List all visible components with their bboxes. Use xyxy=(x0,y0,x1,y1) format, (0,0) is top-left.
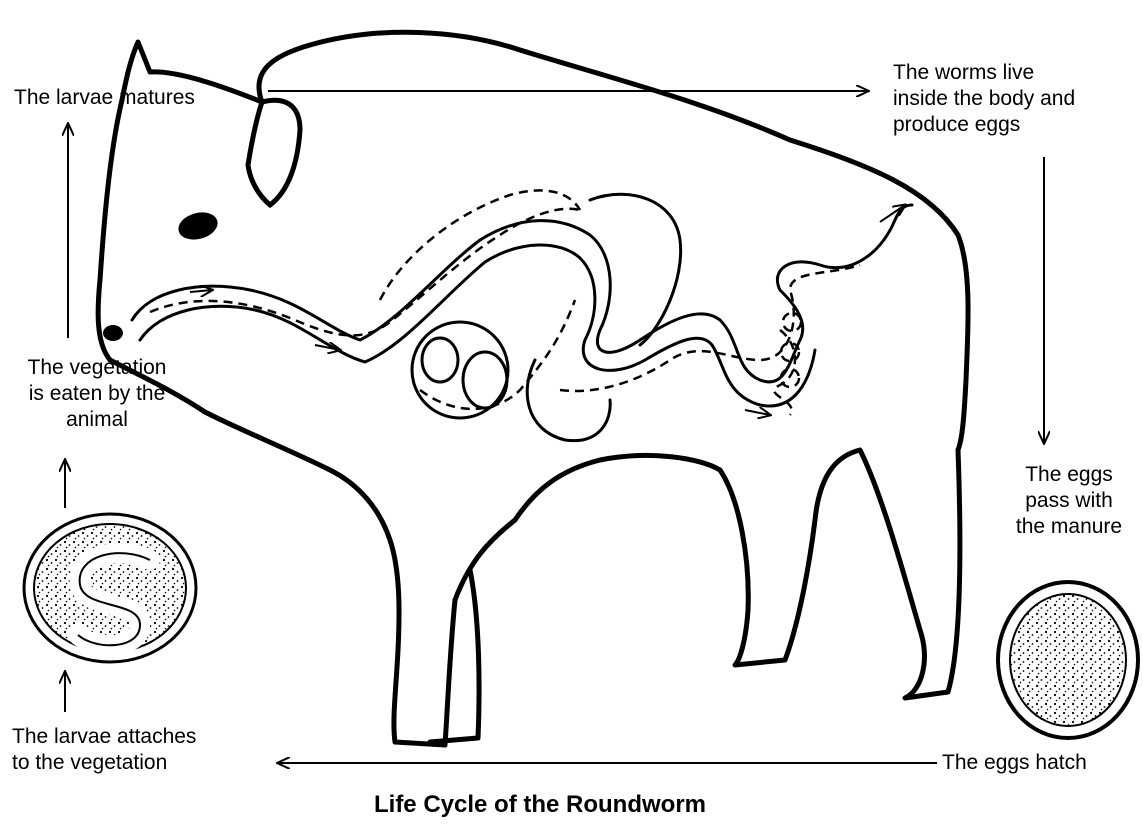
label-eggs-hatch: The eggs hatch xyxy=(942,750,1087,776)
worm-migration-path xyxy=(150,190,860,415)
diagram-title: Life Cycle of the Roundworm xyxy=(300,791,780,819)
label-vegetation-eaten: The vegetation is eaten by the animal xyxy=(6,355,188,433)
ear-flap xyxy=(248,100,300,205)
label-larvae-matures: The larvae matures xyxy=(14,85,195,111)
label-eggs-pass: The eggs pass with the manure xyxy=(996,462,1142,540)
larvated-egg-illustration xyxy=(24,514,196,662)
digestive-tract xyxy=(132,194,912,440)
pig-snout xyxy=(103,325,123,341)
pig-eye xyxy=(175,208,220,243)
label-larvae-attaches: The larvae attaches to the vegetation xyxy=(12,724,196,776)
label-worms-live: The worms live inside the body and produ… xyxy=(893,60,1075,138)
roundworm-egg-illustration xyxy=(998,582,1138,738)
pig-outline xyxy=(98,32,968,745)
